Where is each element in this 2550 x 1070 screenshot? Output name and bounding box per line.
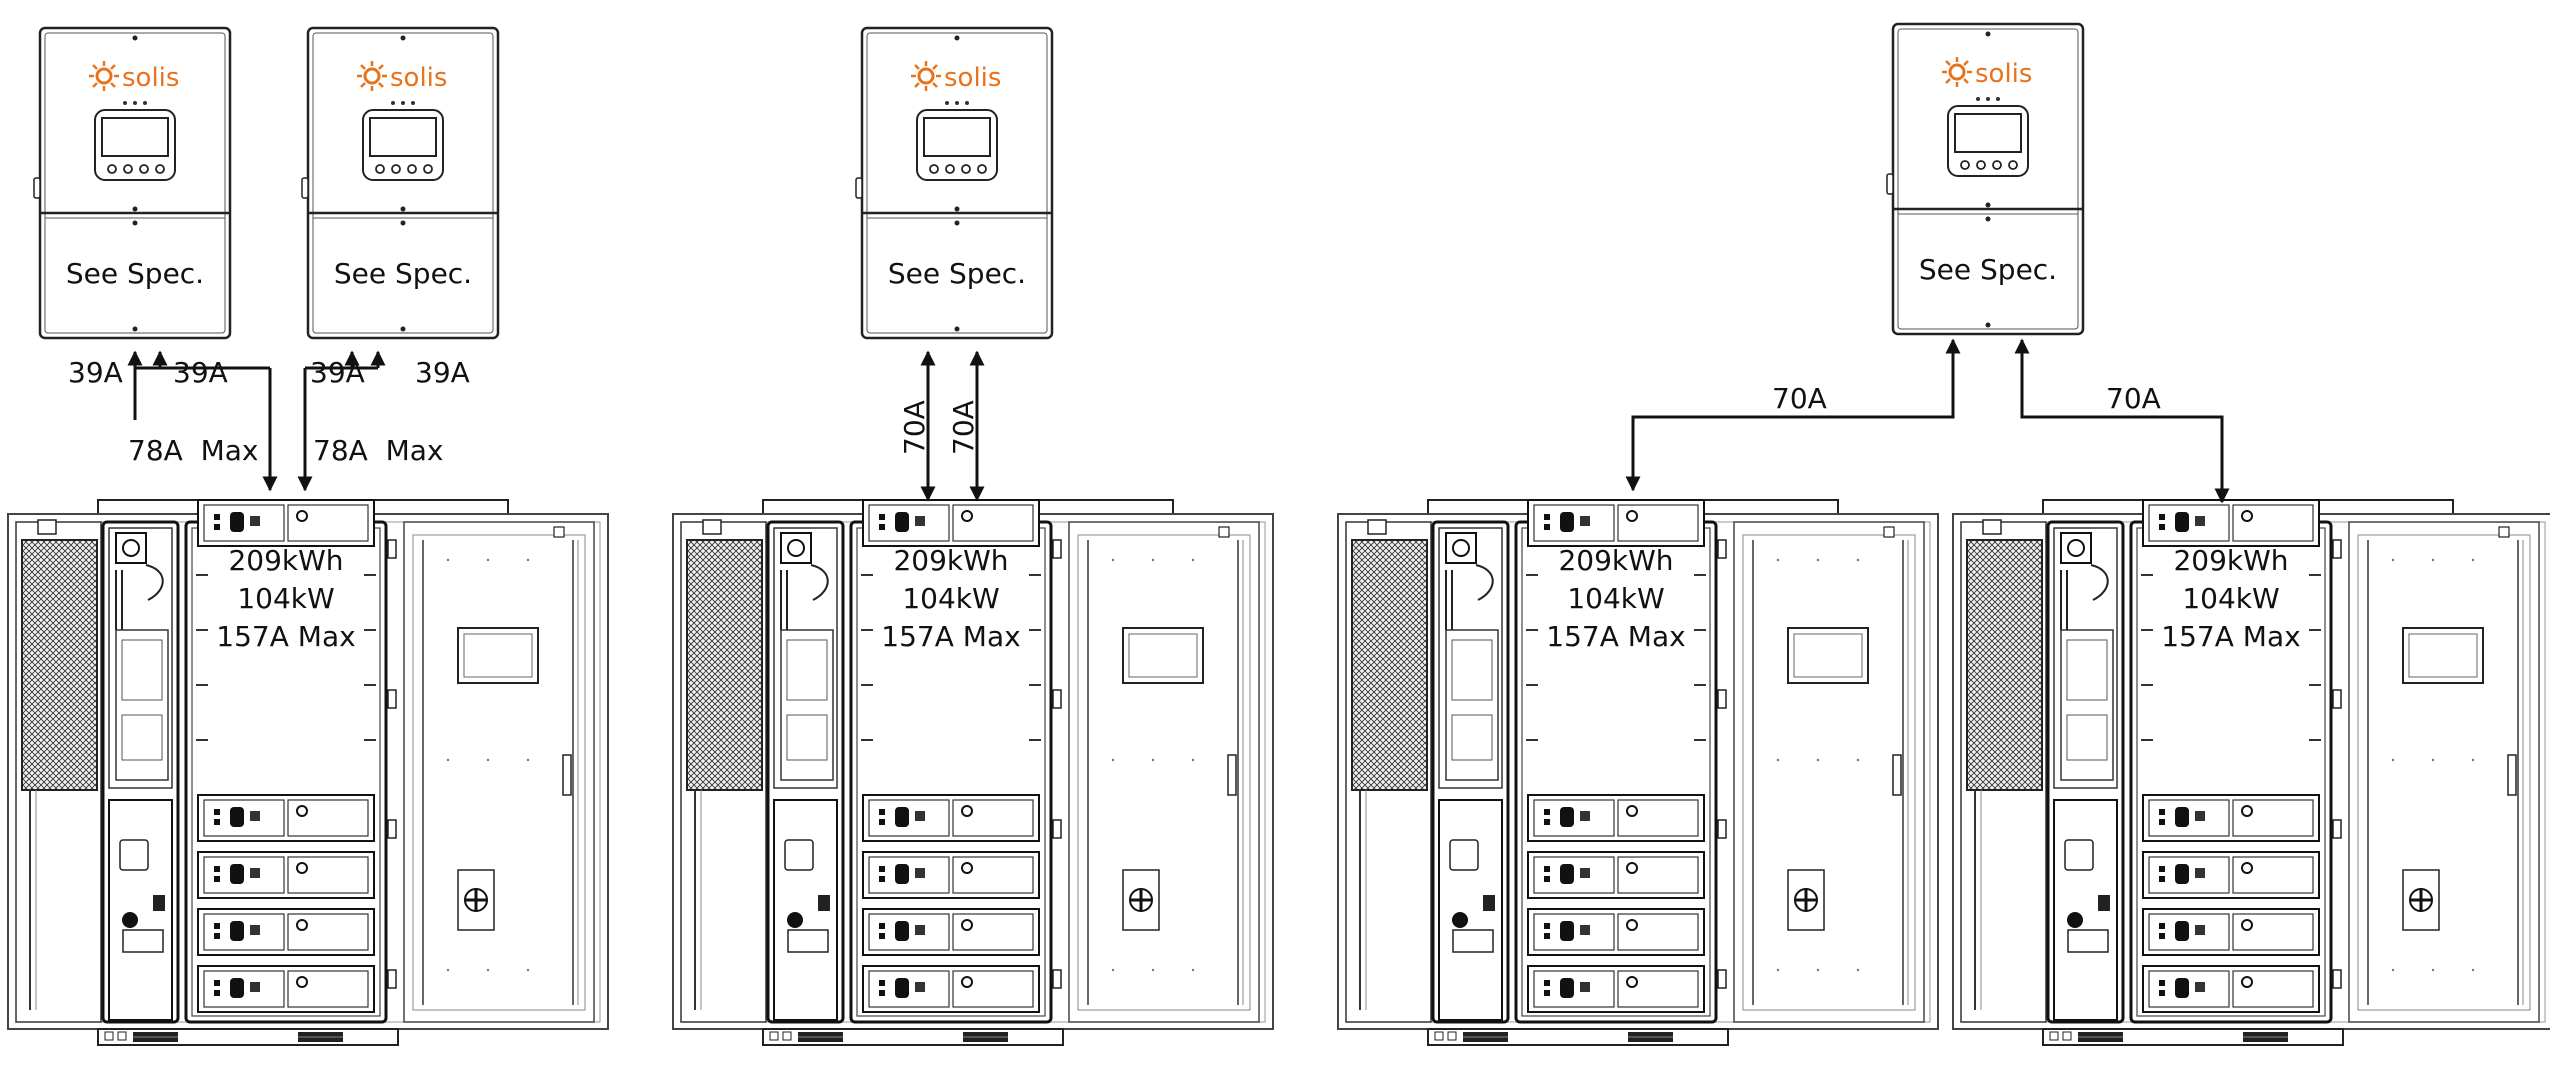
- current-label-inv2-left: 39A: [310, 356, 365, 389]
- battery-power-label: 104kW: [2182, 582, 2279, 615]
- current-label-inv2-right: 39A: [415, 356, 470, 389]
- battery-cabinet: 209kWh 104kW 157A Max: [8, 500, 608, 1045]
- inverter-spec-label: See Spec.: [888, 257, 1026, 290]
- current-label-cab3: 70A: [1772, 382, 1827, 415]
- battery-current-label: 157A Max: [2161, 620, 2300, 653]
- battery-energy-label: 209kWh: [1558, 544, 1673, 577]
- brand-logo-text: solis: [1975, 59, 2032, 89]
- battery-power-label: 104kW: [902, 582, 999, 615]
- current-label-bus-left: 78A Max: [128, 434, 258, 467]
- current-label-cab4: 70A: [2106, 382, 2161, 415]
- current-label-link-left: 70A: [898, 400, 931, 455]
- brand-logo-text: solis: [944, 63, 1001, 93]
- battery-cabinet: 209kWh 104kW 157A Max: [1953, 500, 2550, 1045]
- brand-logo-text: solis: [122, 63, 179, 93]
- brand-logo-text: solis: [390, 63, 447, 93]
- wiring-group-3: [1625, 338, 2230, 504]
- current-label-inv1-left: 39A: [68, 356, 123, 389]
- battery-energy-label: 209kWh: [2173, 544, 2288, 577]
- battery-current-label: 157A Max: [216, 620, 355, 653]
- battery-energy-label: 209kWh: [228, 544, 343, 577]
- wiring-group-1: [127, 350, 386, 492]
- battery-current-label: 157A Max: [1546, 620, 1685, 653]
- battery-power-label: 104kW: [237, 582, 334, 615]
- current-label-link-right: 70A: [947, 400, 980, 455]
- battery-cabinet: 209kWh 104kW 157A Max: [1338, 500, 1938, 1045]
- battery-cabinet: 209kWh 104kW 157A Max: [673, 500, 1273, 1045]
- dc-link-cab4: [2014, 338, 2230, 504]
- inverter-spec-label: See Spec.: [334, 257, 472, 290]
- wiring-group-2: [920, 350, 985, 502]
- dc-link-cab3: [1625, 338, 1961, 492]
- battery-energy-label: 209kWh: [893, 544, 1008, 577]
- battery-power-label: 104kW: [1567, 582, 1664, 615]
- inverter-spec-label: See Spec.: [1919, 253, 2057, 286]
- current-label-bus-right: 78A Max: [313, 434, 443, 467]
- battery-current-label: 157A Max: [881, 620, 1020, 653]
- current-label-inv1-right: 39A: [173, 356, 228, 389]
- inverter-spec-label: See Spec.: [66, 257, 204, 290]
